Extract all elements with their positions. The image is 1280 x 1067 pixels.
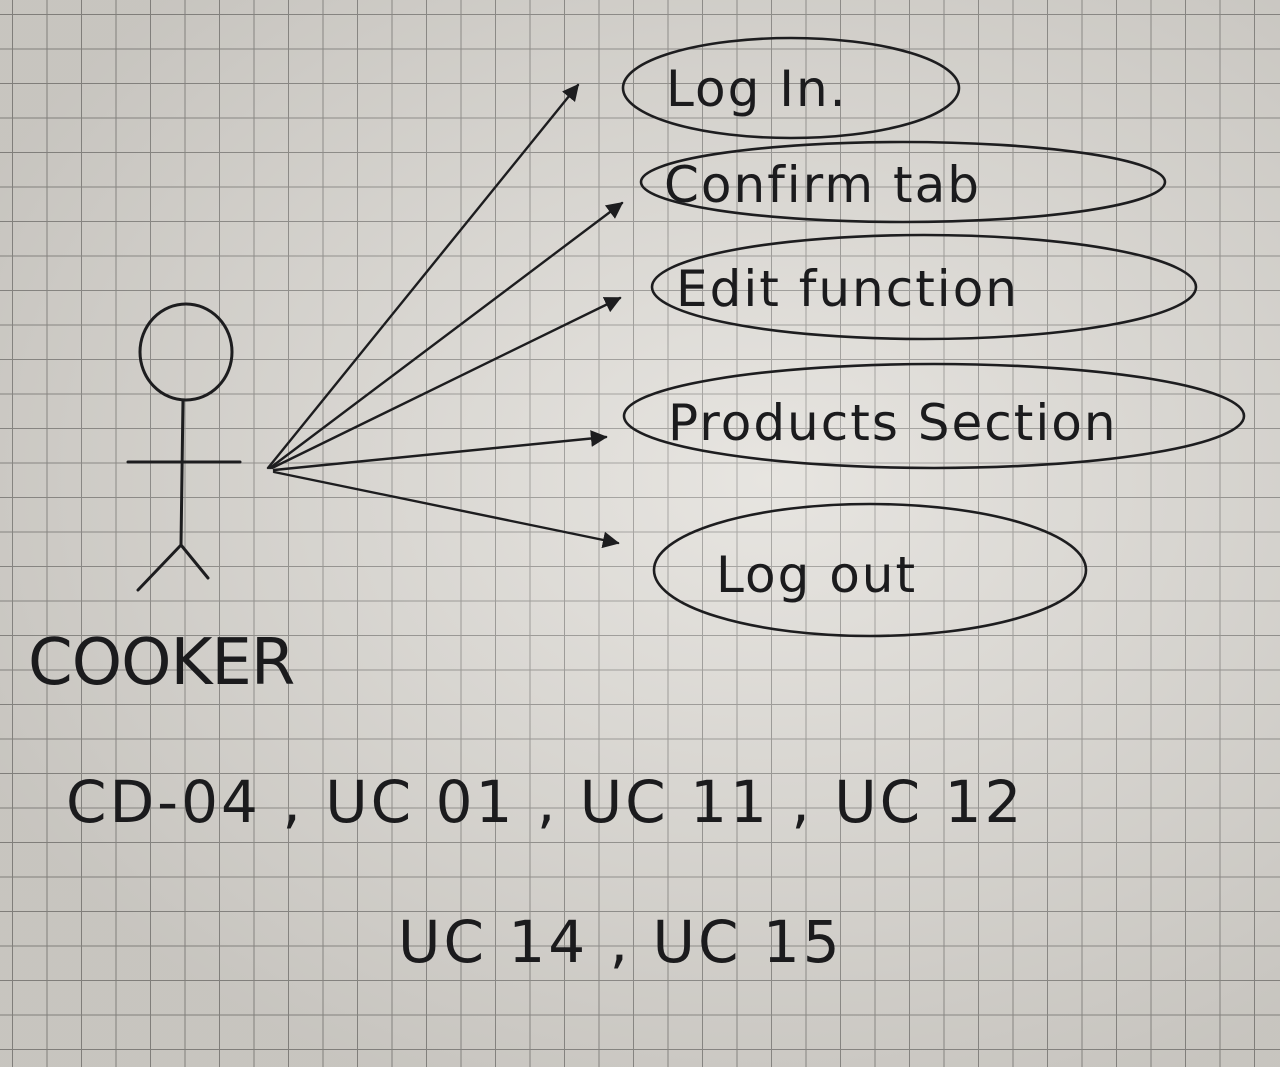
use-case-oval — [639, 140, 1167, 224]
use-case-products-section: Products Section — [622, 362, 1246, 470]
actor-body — [179, 398, 185, 547]
use-case-oval — [622, 362, 1246, 470]
use-case-confirm-tab: Confirm tab — [639, 140, 1167, 224]
actor-stick-figure — [126, 302, 242, 592]
use-case-log-out: Log out — [652, 502, 1088, 638]
use-case-oval — [621, 36, 961, 140]
arrow-to-confirm-tab — [268, 201, 624, 470]
actor-head — [138, 302, 234, 402]
use-case-label: Products Section — [668, 394, 1118, 452]
actor-name: COOKER — [28, 626, 294, 700]
use-case-label: Edit function — [676, 260, 1019, 318]
references-line-2: UC 14 , UC 15 — [398, 908, 843, 976]
association-arrows — [266, 83, 624, 549]
arrow-to-products-section — [272, 430, 608, 472]
use-case-oval — [652, 502, 1088, 638]
arrow-to-log-in — [266, 83, 580, 470]
use-case-label: Confirm tab — [664, 156, 981, 214]
use-case-label: Log out — [716, 546, 917, 604]
references-line-1: CD-04 , UC 01 , UC 11 , UC 12 — [66, 768, 1024, 836]
use-case-log-in: Log In. — [621, 36, 961, 140]
use-case-edit-function: Edit function — [650, 233, 1198, 341]
actor-left-leg — [136, 543, 183, 592]
arrow-to-edit-function — [270, 296, 622, 470]
use-case-oval — [650, 233, 1198, 341]
actor-right-leg — [179, 543, 210, 580]
arrow-to-log-out — [272, 470, 620, 549]
use-case-label: Log In. — [666, 60, 848, 118]
